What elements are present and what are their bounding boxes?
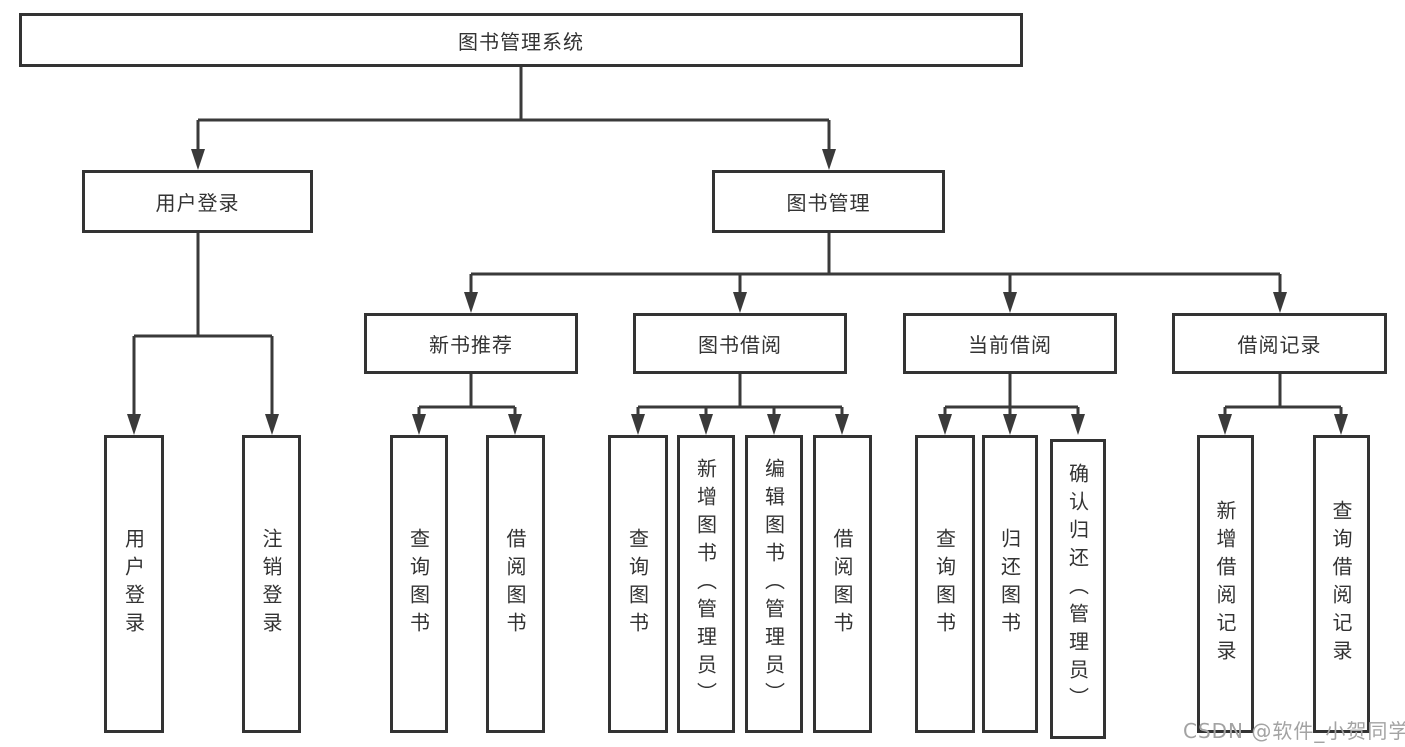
leaf-return-book: 归还图书 [982,435,1038,733]
leaf-edit-book-admin: 编辑图书（管理员） [745,435,803,733]
leaf-user-login: 用户登录 [104,435,164,733]
node-new-book-recommend: 新书推荐 [364,313,578,374]
leaf-logout: 注销登录 [242,435,301,733]
leaf-query-book-current: 查询图书 [915,435,975,733]
leaf-borrow-book-recommend: 借阅图书 [486,435,545,733]
arrowhead-icons [127,149,1348,435]
leaf-borrow-book: 借阅图书 [813,435,872,733]
leaf-query-borrow-record: 查询借阅记录 [1313,435,1370,733]
node-root: 图书管理系统 [19,13,1023,67]
leaf-confirm-return-admin: 确认归还（管理员） [1050,439,1106,739]
node-book-borrow: 图书借阅 [633,313,847,374]
leaf-query-book-recommend: 查询图书 [390,435,448,733]
node-book-management: 图书管理 [712,170,945,233]
leaf-add-book-admin: 新增图书（管理员） [677,435,735,733]
node-current-borrow: 当前借阅 [903,313,1117,374]
leaf-query-book-borrow: 查询图书 [608,435,668,733]
node-borrow-record: 借阅记录 [1172,313,1387,374]
leaf-add-borrow-record: 新增借阅记录 [1197,435,1254,733]
csdn-watermark: CSDN @软件_小贺同学 [1183,719,1405,743]
tree-edges [132,67,1343,416]
node-user-login: 用户登录 [82,170,313,233]
